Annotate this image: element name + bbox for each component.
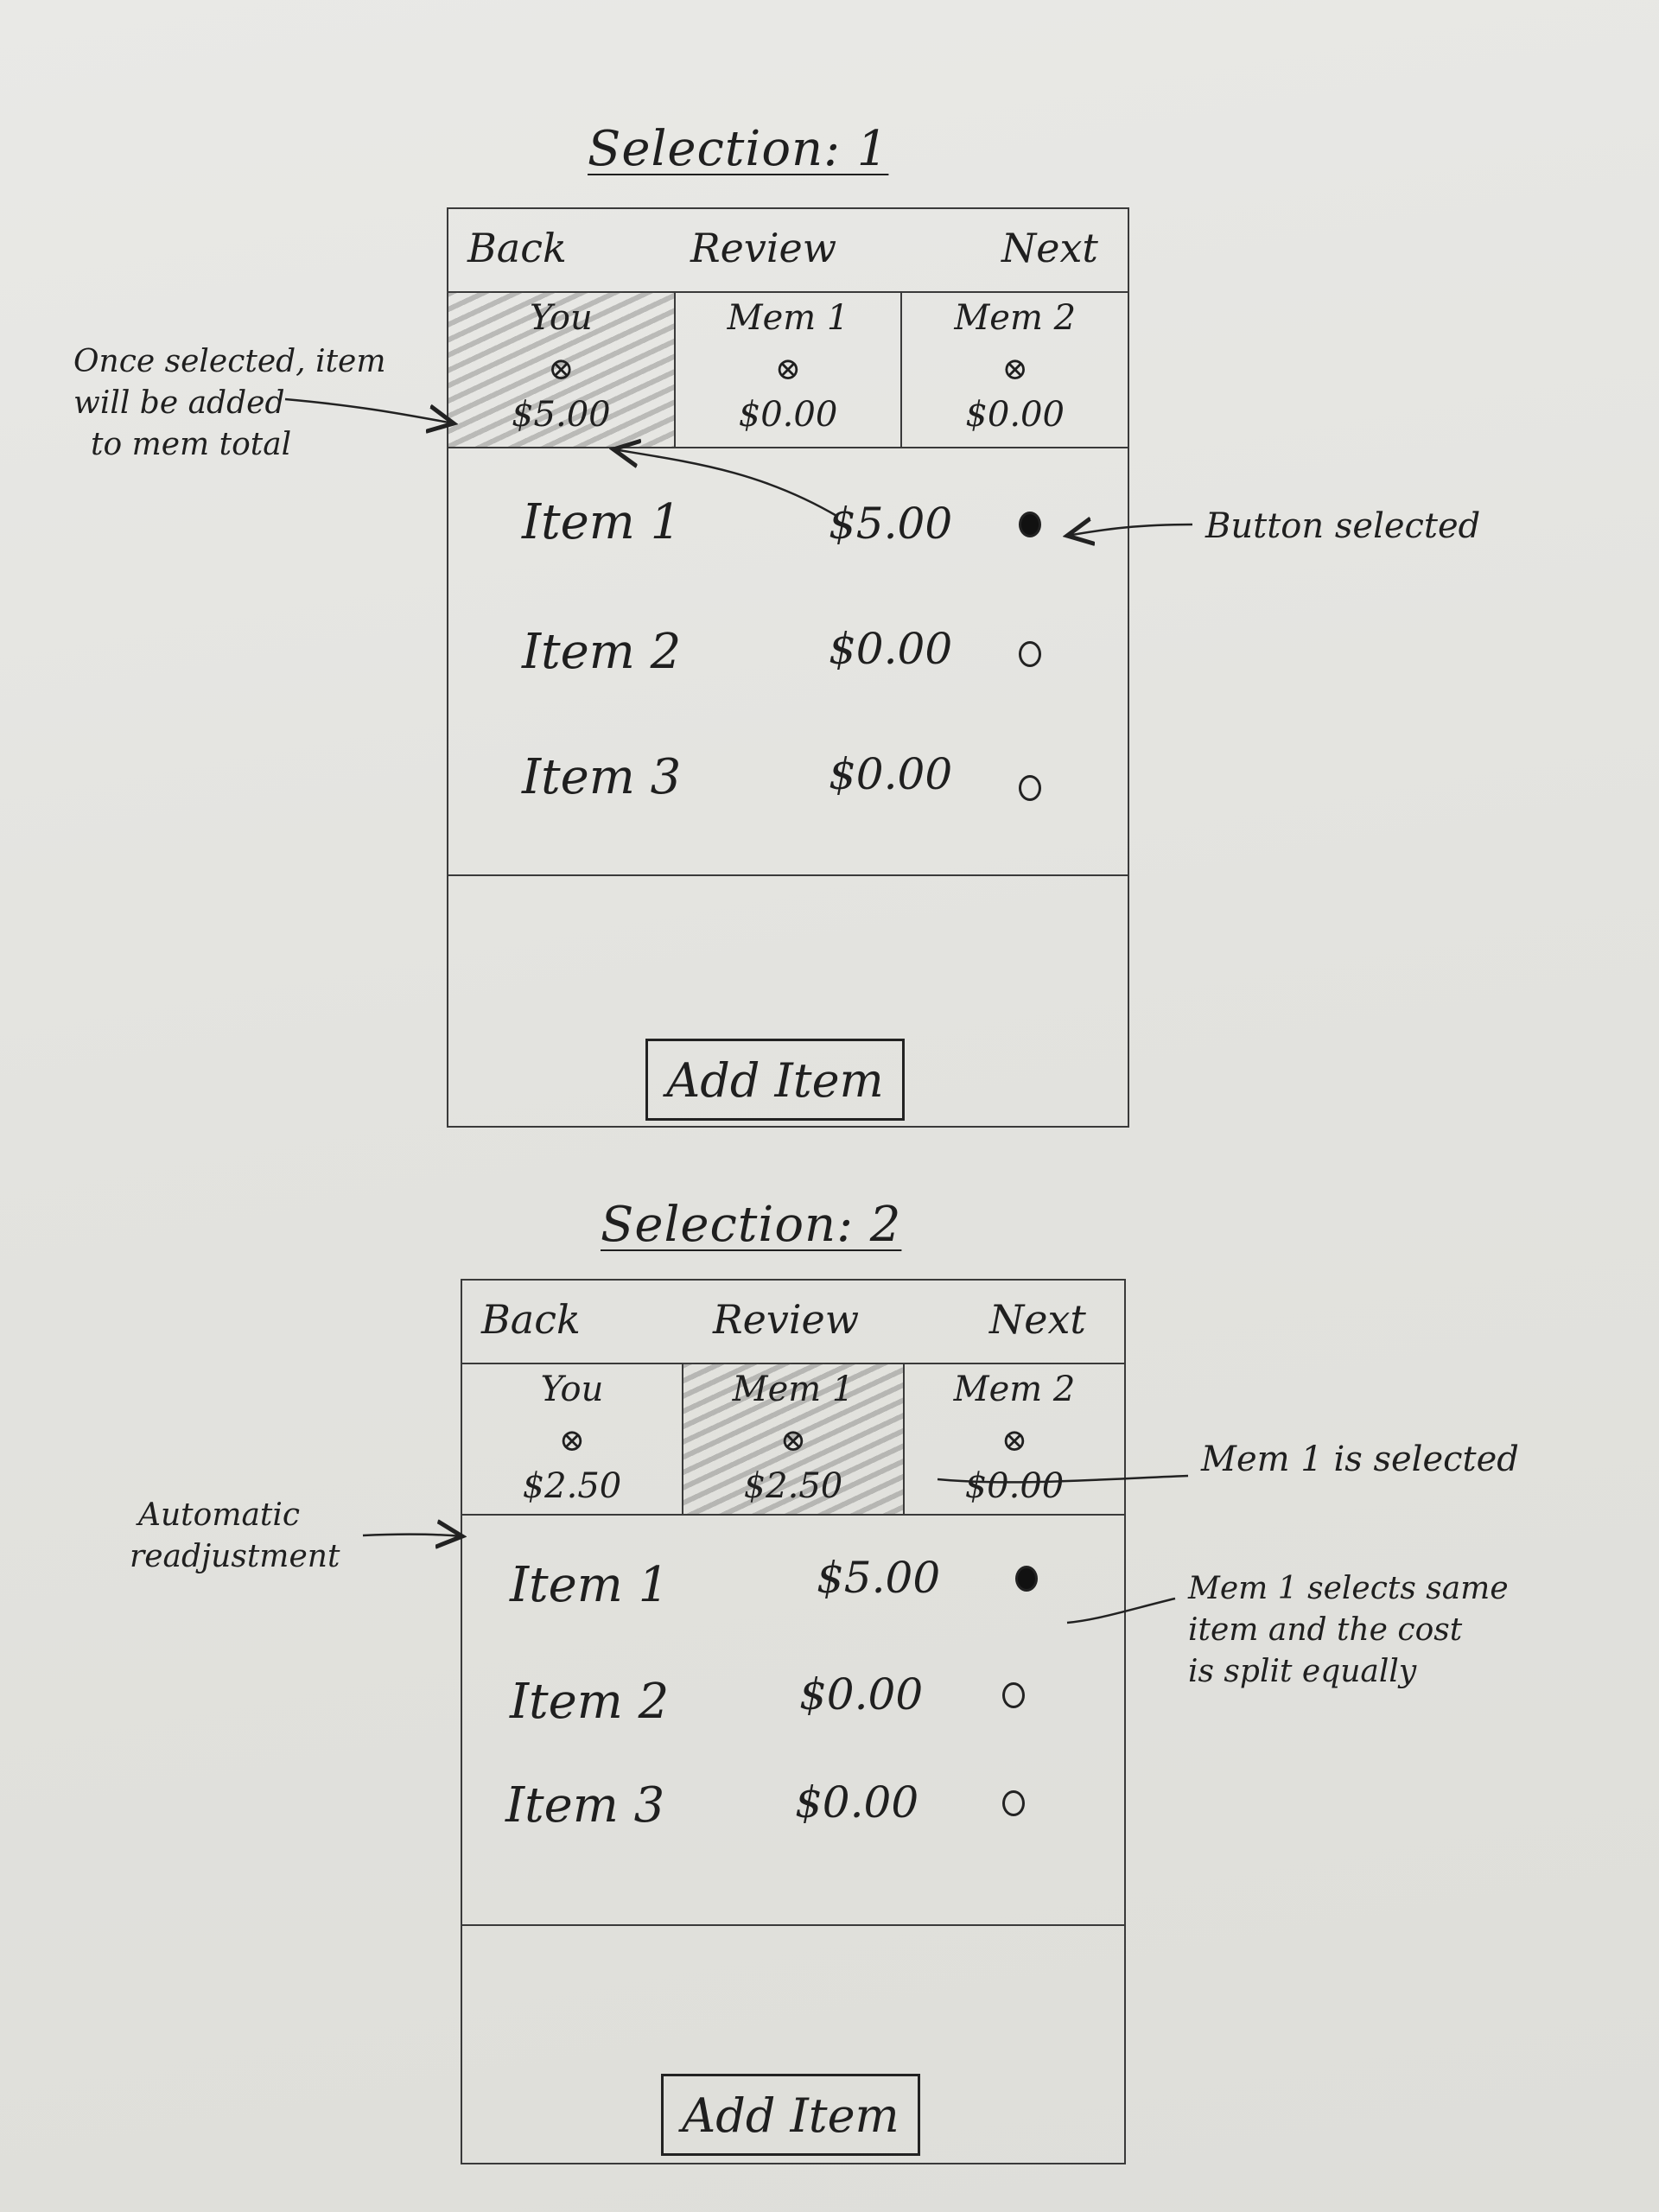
item-select-radio[interactable] xyxy=(1019,641,1041,667)
member-total: $2.50 xyxy=(522,1466,622,1506)
annotation-line: Automatic xyxy=(138,1497,301,1533)
item-row: Item 2 $0.00 xyxy=(462,1635,1124,1738)
member-total: $2.50 xyxy=(743,1466,843,1506)
annotation-line: Once selected, item xyxy=(73,344,386,379)
item-price: $0.00 xyxy=(829,624,953,674)
item-price: $0.00 xyxy=(829,749,953,799)
item-name: Item 2 xyxy=(510,1674,670,1730)
arrow-button-selected xyxy=(1067,524,1193,536)
annotation-line: item and the cost xyxy=(1188,1612,1463,1648)
arrow-to-you-total xyxy=(613,449,839,518)
item-name: Item 1 xyxy=(510,1557,670,1613)
member-icon: ⊗ xyxy=(548,352,575,387)
annotation-line: Mem 1 selects same xyxy=(1188,1571,1509,1606)
screen2-nav-bar: Back Review Next xyxy=(462,1281,1124,1364)
arrow-once-selected xyxy=(284,397,454,423)
member-you[interactable]: You ⊗ $2.50 xyxy=(462,1363,682,1514)
member-name: Mem 2 xyxy=(953,1370,1076,1409)
item-name: Item 1 xyxy=(522,494,682,550)
item-select-radio[interactable] xyxy=(1015,1566,1038,1592)
member-name: Mem 2 xyxy=(954,298,1077,338)
member-name: You xyxy=(540,1370,604,1409)
item-price: $5.00 xyxy=(829,499,953,549)
annotation-mem1-selected: Mem 1 is selected xyxy=(1201,1440,1519,1479)
item-name: Item 2 xyxy=(522,624,682,680)
item-name: Item 3 xyxy=(522,749,682,805)
item-row: Item 1 $5.00 xyxy=(462,1514,1124,1618)
annotation-split: Mem 1 selects same item and the cost is … xyxy=(1188,1568,1509,1693)
member-icon: ⊗ xyxy=(774,352,802,387)
member-mem2[interactable]: Mem 2 ⊗ $0.00 xyxy=(903,1363,1124,1514)
list-divider xyxy=(462,1924,1124,1926)
item-row: Item 3 $0.00 xyxy=(448,749,1128,1043)
member-name: Mem 1 xyxy=(727,298,849,338)
add-item-button[interactable]: Add Item xyxy=(661,2074,920,2156)
next-button[interactable]: Next xyxy=(1001,225,1098,271)
member-icon: ⊗ xyxy=(779,1423,807,1459)
member-mem2[interactable]: Mem 2 ⊗ $0.00 xyxy=(900,291,1128,447)
screen2-member-bar: You ⊗ $2.50 Mem 1 ⊗ $2.50 Mem 2 ⊗ $0.00 xyxy=(462,1363,1124,1516)
item-price: $0.00 xyxy=(795,1777,919,1827)
back-button[interactable]: Back xyxy=(481,1296,581,1343)
screen1-title: Selection: 1 xyxy=(588,121,889,177)
item-row: Item 2 $0.00 xyxy=(448,624,1128,922)
annotation-line: readjustment xyxy=(130,1539,340,1574)
add-item-button[interactable]: Add Item xyxy=(645,1039,905,1121)
next-button[interactable]: Next xyxy=(989,1296,1086,1343)
item-price: $0.00 xyxy=(799,1669,924,1719)
item-price: $5.00 xyxy=(817,1553,941,1603)
list-divider xyxy=(448,874,1128,876)
annotation-line: will be added xyxy=(73,385,285,421)
screen1-phone-frame: Back Review Next You ⊗ $5.00 Mem 1 ⊗ $0.… xyxy=(447,207,1129,1128)
member-total: $0.00 xyxy=(965,395,1065,435)
member-you[interactable]: You ⊗ $5.00 xyxy=(448,291,674,447)
member-total: $0.00 xyxy=(738,395,838,435)
member-total: $0.00 xyxy=(964,1466,1065,1506)
back-button[interactable]: Back xyxy=(467,225,567,271)
annotation-line: to mem total xyxy=(91,427,292,462)
item-row: Item 1 $5.00 xyxy=(448,494,1128,801)
review-button[interactable]: Review xyxy=(713,1296,860,1343)
item-select-radio[interactable] xyxy=(1002,1682,1025,1708)
item-row: Item 3 $0.00 xyxy=(462,1743,1124,1847)
annotation-automatic: Automatic readjustment xyxy=(130,1495,340,1578)
review-button[interactable]: Review xyxy=(690,225,837,271)
member-icon: ⊗ xyxy=(1001,1423,1028,1459)
member-name: You xyxy=(529,298,593,338)
line-split xyxy=(1066,1597,1176,1624)
item-select-radio[interactable] xyxy=(1002,1790,1025,1816)
member-icon: ⊗ xyxy=(558,1423,586,1459)
screen2-phone-frame: Back Review Next You ⊗ $2.50 Mem 1 ⊗ $2.… xyxy=(461,1279,1126,2164)
member-total: $5.00 xyxy=(512,395,611,435)
line-mem1-selected xyxy=(937,1474,1189,1484)
screen1-member-bar: You ⊗ $5.00 Mem 1 ⊗ $0.00 Mem 2 ⊗ $0.00 xyxy=(448,291,1128,448)
annotation-button-selected: Button selected xyxy=(1205,506,1481,546)
annotation-line: is split equally xyxy=(1188,1654,1417,1689)
member-name: Mem 1 xyxy=(732,1370,855,1409)
member-mem1[interactable]: Mem 1 ⊗ $0.00 xyxy=(673,291,901,447)
item-name: Item 3 xyxy=(505,1777,665,1834)
item-select-radio[interactable] xyxy=(1019,775,1041,801)
item-select-radio[interactable] xyxy=(1019,512,1041,537)
arrow-automatic xyxy=(362,1535,462,1536)
annotation-once-selected: Once selected, item will be added to mem… xyxy=(73,341,386,466)
member-mem1[interactable]: Mem 1 ⊗ $2.50 xyxy=(682,1363,903,1514)
screen2-title: Selection: 2 xyxy=(601,1197,902,1253)
member-icon: ⊗ xyxy=(1001,352,1028,387)
screen1-nav-bar: Back Review Next xyxy=(448,209,1128,293)
